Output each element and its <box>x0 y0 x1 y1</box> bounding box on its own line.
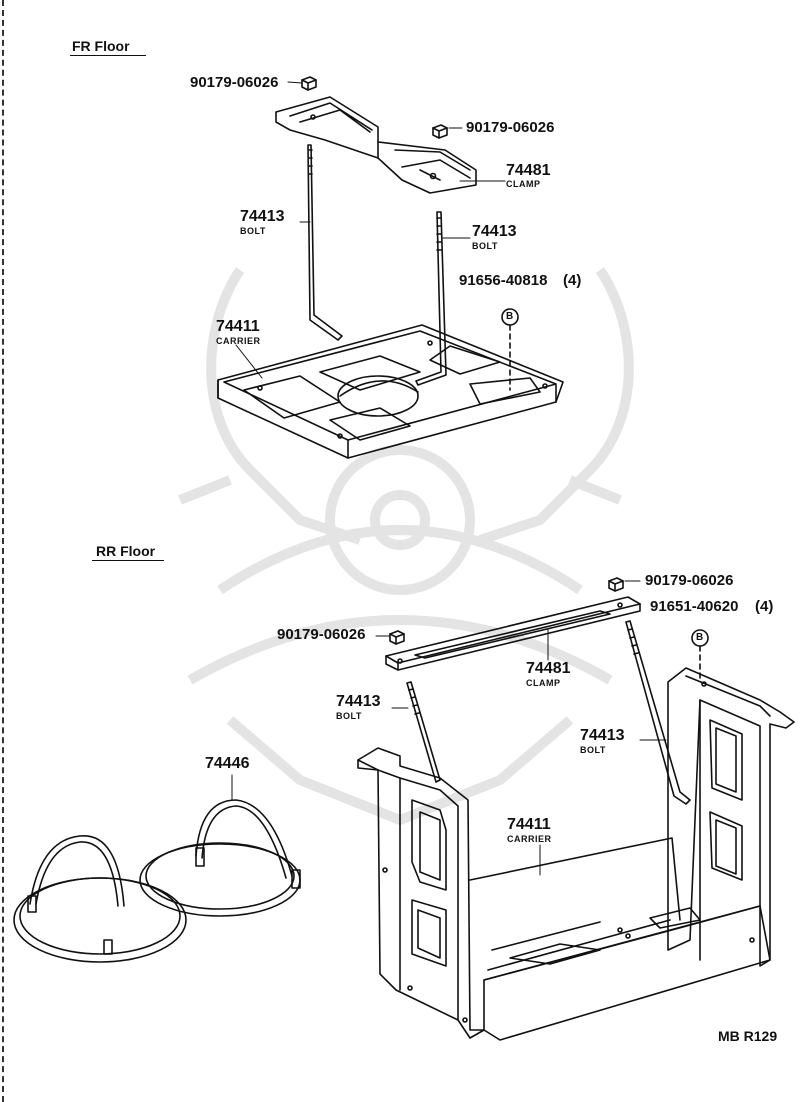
fr-bolt-right-pn-label: 74413 <box>472 223 517 240</box>
rr-leader-lines <box>231 580 667 876</box>
fr-bolt-left-pn-label: 74413 <box>240 208 285 225</box>
fr-nut-left-label: 90179-06026 <box>190 74 279 91</box>
fr-callout-letter: B <box>506 311 514 322</box>
diagram-code: MB R129 <box>718 1028 778 1044</box>
fr-clamp-name-label: CLAMP <box>506 179 541 189</box>
rr-bolt-b-qty: (4) <box>755 598 774 615</box>
fr-nut-left-part <box>301 76 317 91</box>
rr-bolt-right-name-label: BOLT <box>580 745 606 755</box>
page-edge-dashes <box>2 0 4 1102</box>
watermark-logo <box>178 267 634 825</box>
fr-bolt-b-callout <box>501 308 519 391</box>
fr-bolt-left-name-label: BOLT <box>240 226 266 236</box>
fr-bolt-b-qty: (4) <box>563 272 582 289</box>
fr-carrier-part <box>217 324 564 459</box>
fr-clamp-part <box>275 96 477 194</box>
rr-bolt-right-pn-label: 74413 <box>580 727 625 744</box>
rr-bolt-left-part <box>406 681 441 783</box>
holder-part <box>13 799 301 963</box>
rr-floor-underline <box>92 560 164 561</box>
fr-leader-lines <box>235 81 506 379</box>
fr-nut-right-label: 90179-06026 <box>466 119 555 136</box>
rr-floor-title: RR Floor <box>96 543 156 559</box>
fr-bolt-b-label: 91656-40818 <box>459 272 548 289</box>
rr-carrier-pn-label: 74411 <box>507 816 551 833</box>
rr-callout-letter: B <box>696 632 704 643</box>
fr-bolt-left-part <box>307 144 343 341</box>
holder-pn-label: 74446 <box>205 755 250 772</box>
fr-floor-underline <box>70 55 146 56</box>
rr-bolt-b-label: 91651-40620 <box>650 598 739 615</box>
rr-nut-left-label: 90179-06026 <box>277 626 366 643</box>
rr-nut-left-part <box>389 630 405 645</box>
fr-bolt-right-name-label: BOLT <box>472 241 498 251</box>
rr-clamp-name-label: CLAMP <box>526 678 561 688</box>
rr-bolt-left-name-label: BOLT <box>336 711 362 721</box>
fr-bolt-right-part <box>415 211 447 386</box>
rr-nut-right-label: 90179-06026 <box>645 572 734 589</box>
rr-clamp-pn-label: 74481 <box>526 660 571 677</box>
fr-floor-title: FR Floor <box>72 38 130 54</box>
rr-clamp-part <box>385 596 641 671</box>
rr-nut-right-part <box>608 577 624 592</box>
fr-carrier-pn-label: 74411 <box>216 318 260 335</box>
rr-bolt-right-part <box>625 620 691 805</box>
rr-bolt-left-pn-label: 74413 <box>336 693 381 710</box>
fr-nut-right-part <box>432 124 448 139</box>
rr-carrier-part <box>357 667 795 1041</box>
fr-carrier-name-label: CARRIER <box>216 336 261 346</box>
rr-carrier-name-label: CARRIER <box>507 834 552 844</box>
fr-clamp-pn-label: 74481 <box>506 162 551 179</box>
